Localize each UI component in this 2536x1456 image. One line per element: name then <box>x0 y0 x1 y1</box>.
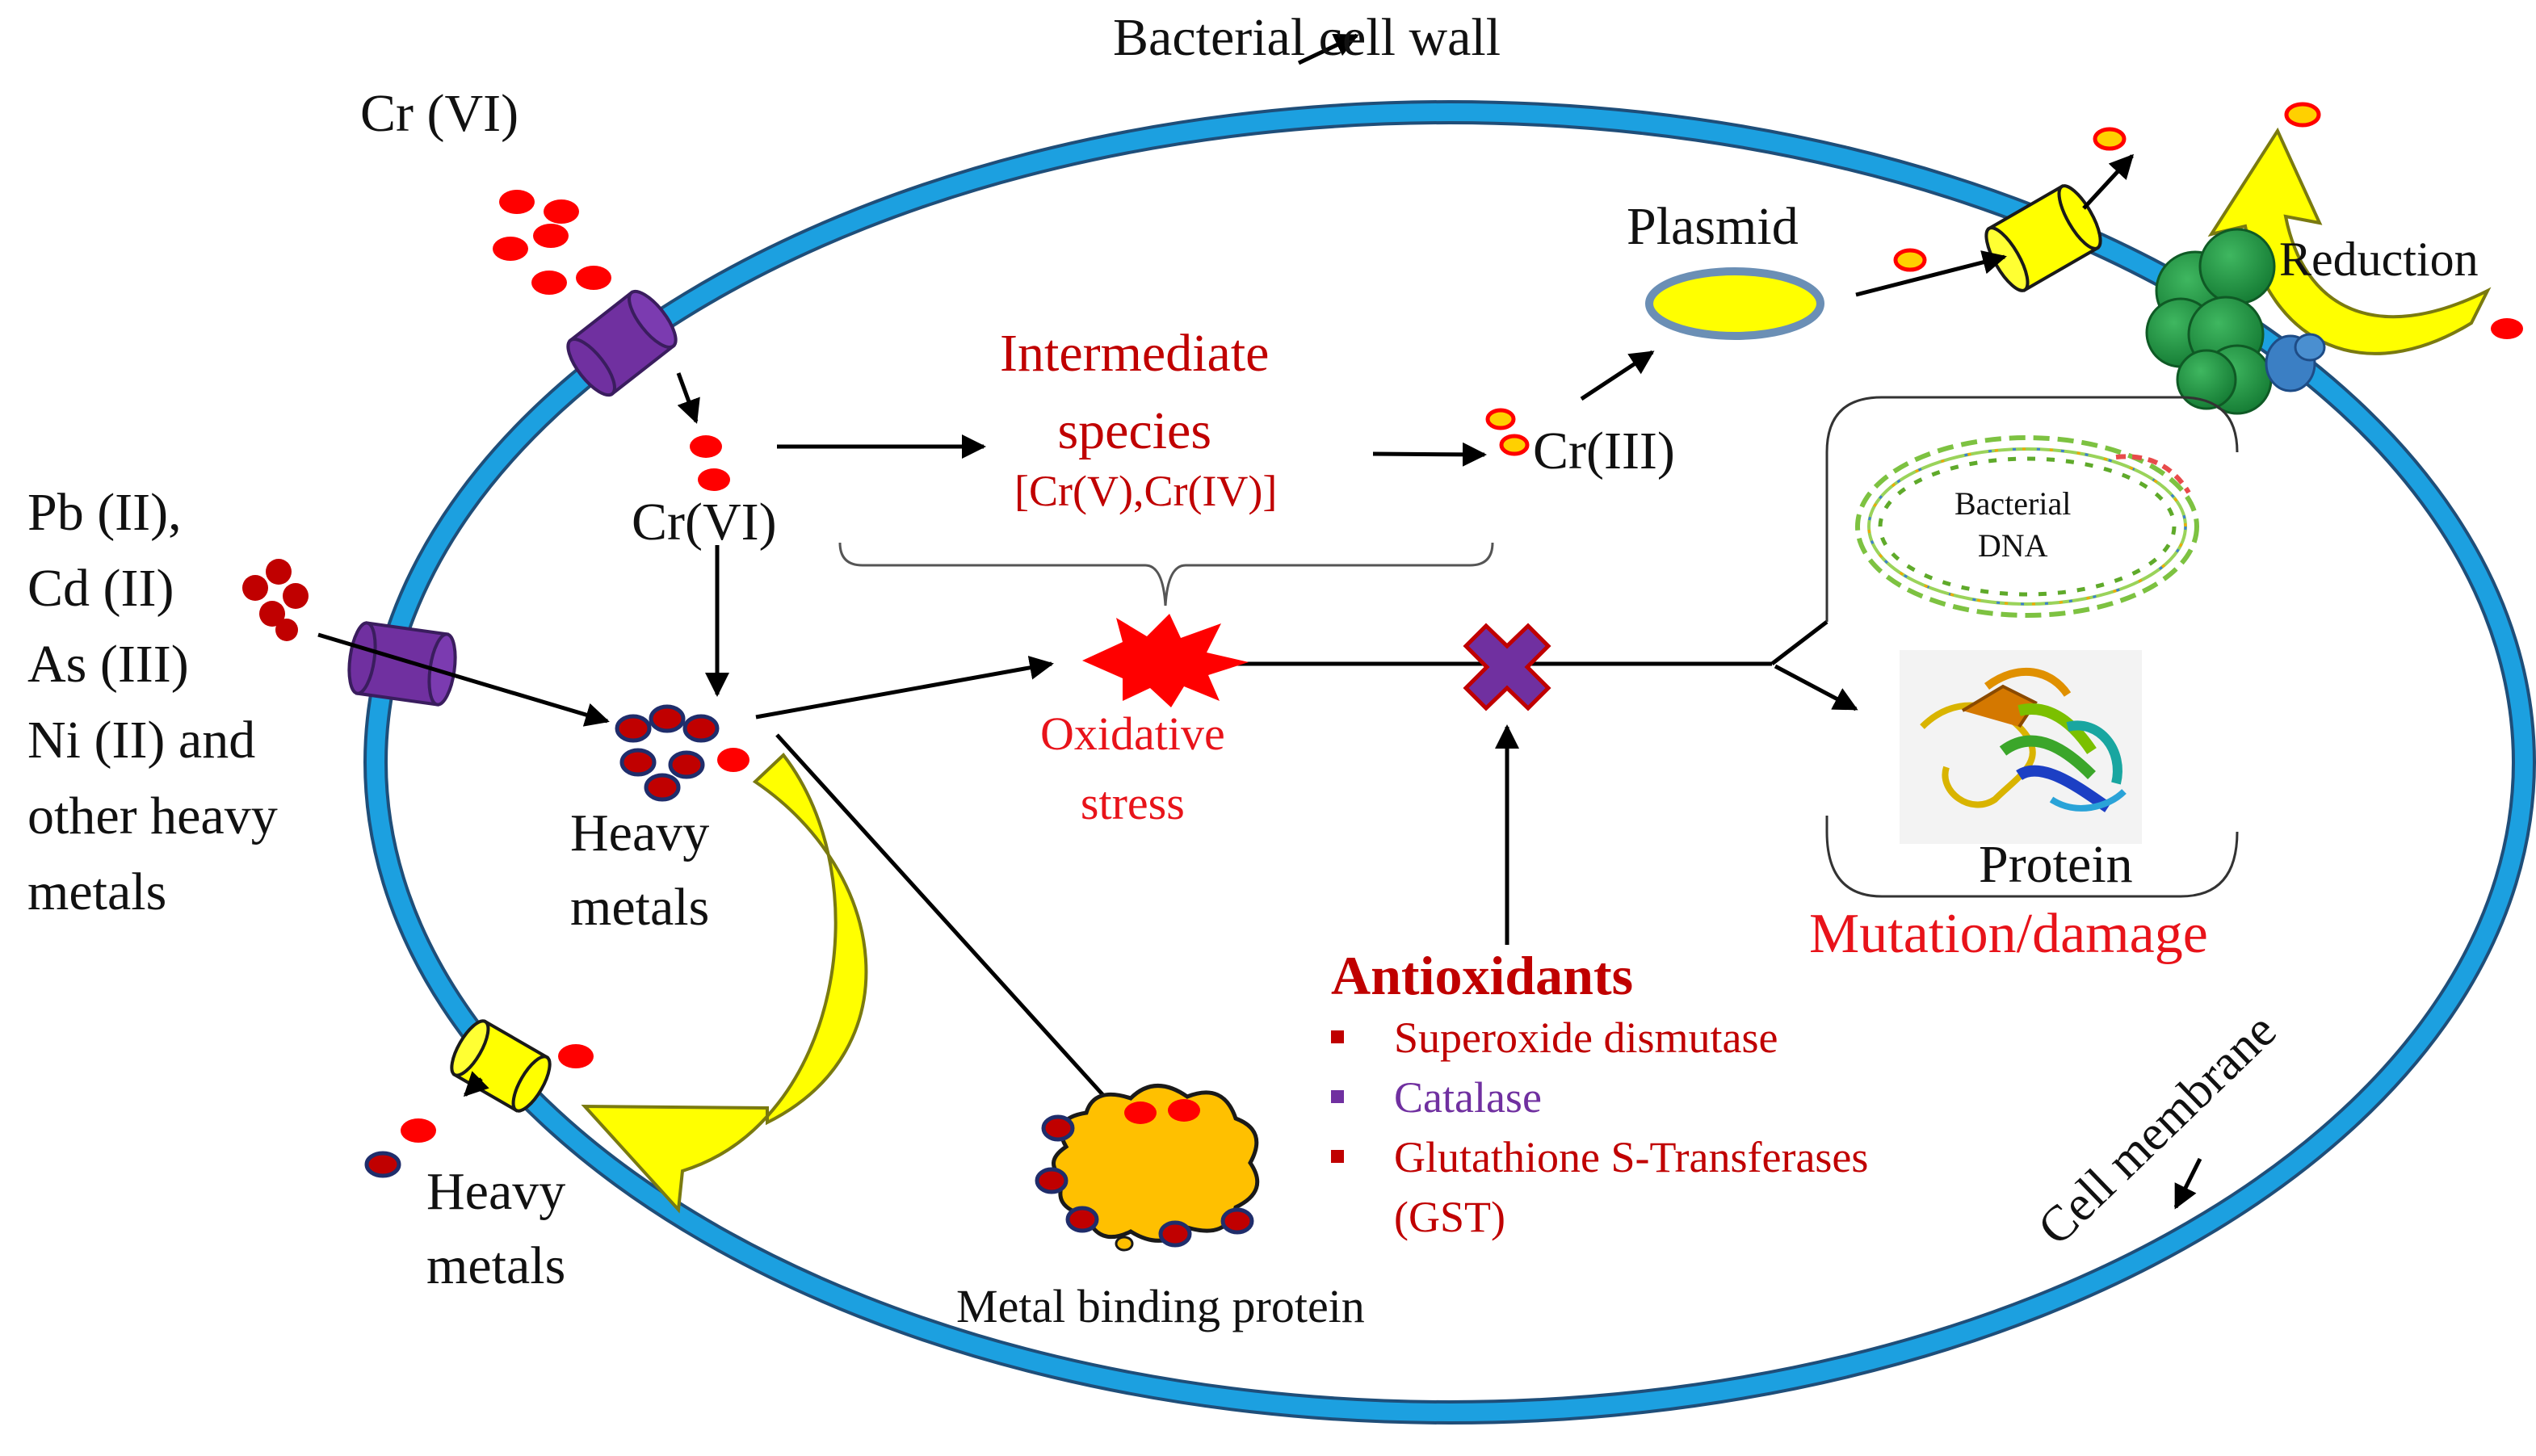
inhibition-cross-icon <box>1463 623 1551 711</box>
antioxidant-text: Superoxide dismutase <box>1394 1013 1778 1062</box>
plasmid-icon <box>1645 267 1824 340</box>
intermediate-bracket <box>838 542 1494 606</box>
dna-word: Bacterial <box>1954 485 2072 522</box>
bacterial-cell-wall-label: Bacterial cell wall <box>1113 8 1501 67</box>
intermediate-formula-label: [Cr(V),Cr(IV)] <box>1014 467 1278 515</box>
heavy-metal-ions-outside <box>242 559 309 641</box>
reductase-enzyme-icon <box>2145 228 2326 415</box>
dna-ring-icon <box>1855 435 2199 618</box>
transport-channel-icon <box>450 1019 552 1113</box>
intermediate-word: species <box>1057 401 1212 460</box>
cr-iii-label: Cr(III) <box>1533 422 1675 480</box>
antioxidant-item: Superoxide dismutase <box>1331 1008 1868 1068</box>
protein-structure-icon <box>1900 650 2142 844</box>
heavy-metal-item: other heavy <box>27 787 278 845</box>
bullet-spacer <box>1331 1210 1344 1223</box>
heavy-metal-item: metals <box>27 862 167 921</box>
cr-vi-ions-outside <box>493 190 611 295</box>
heavy-metal-item: Pb (II), <box>27 483 182 542</box>
oxidative-burst-icon <box>1082 614 1249 707</box>
oxidative-word: Oxidative <box>1040 707 1225 760</box>
antioxidant-text: Catalase <box>1394 1073 1542 1122</box>
oxidative-word: stress <box>1080 777 1185 829</box>
antioxidants-title: Antioxidants <box>1331 945 1634 1006</box>
heavy-metal-item: Cd (II) <box>27 559 174 618</box>
oxidative-stress-label: Oxidative stress <box>1040 699 1225 838</box>
metal-binding-protein-icon <box>1035 1084 1260 1252</box>
bullet-square-icon <box>1331 1150 1344 1163</box>
efflux-curved-arrow <box>581 753 868 1214</box>
heavy-metal-ions-inside <box>615 704 749 802</box>
cr-vi-inside-label: Cr(VI) <box>632 493 777 552</box>
flow-arrows <box>317 33 2202 1210</box>
intermediate-species-label: Intermediate species <box>1000 315 1269 470</box>
mutation-damage-label: Mutation/damage <box>1809 903 2208 965</box>
bacterial-dna-label: Bacterial DNA <box>1954 483 2071 567</box>
antioxidant-item: Catalase <box>1331 1068 1868 1127</box>
transport-channel-icon <box>347 621 457 707</box>
cell-membrane <box>363 100 2536 1425</box>
heavy-metal-item: As (III) <box>27 635 189 694</box>
cr-vi-outside-label: Cr (VI) <box>360 84 519 143</box>
intermediate-word: Intermediate <box>1000 324 1270 383</box>
transport-channel-icon <box>566 289 678 397</box>
heavy-metals-word: Heavy <box>426 1162 566 1221</box>
antioxidant-text: Glutathione S-Transferases <box>1394 1133 1869 1181</box>
target-enclosure <box>1825 396 2239 898</box>
heavy-metals-word: metals <box>426 1236 566 1295</box>
heavy-metal-list: Pb (II), Cd (II) As (III) Ni (II) and ot… <box>27 475 278 930</box>
protein-label: Protein <box>1979 835 2133 894</box>
antioxidant-text: (GST) <box>1394 1193 1505 1241</box>
antioxidant-item: Glutathione S-Transferases <box>1331 1127 1868 1187</box>
heavy-metal-item: Ni (II) and <box>27 711 256 770</box>
dna-word: DNA <box>1977 527 2048 564</box>
antioxidant-list: Superoxide dismutase Catalase Glutathion… <box>1331 1008 1868 1247</box>
metal-binding-protein-label: Metal binding protein <box>956 1280 1365 1332</box>
cr-iii-ions <box>1485 102 2321 456</box>
heavy-metals-word: metals <box>570 878 710 937</box>
reduction-curved-arrow <box>2207 127 2492 355</box>
exported-heavy-metal-ions <box>364 1044 594 1178</box>
heavy-metals-inside-label: Heavy metals <box>570 796 709 945</box>
bullet-square-icon <box>1331 1090 1344 1103</box>
cr-vi-ion-reduction <box>2491 318 2523 339</box>
antioxidant-item: (GST) <box>1331 1187 1868 1247</box>
heavy-metals-word: Heavy <box>570 804 710 862</box>
cr-vi-ions-inside <box>690 435 730 491</box>
transport-channel-icon <box>1984 184 2102 292</box>
plasmid-label: Plasmid <box>1627 197 1799 256</box>
reduction-label: Reduction <box>2279 233 2479 286</box>
cell-membrane-label: Cell membrane <box>2027 1003 2286 1256</box>
heavy-metals-outside-label: Heavy metals <box>426 1155 565 1303</box>
bullet-square-icon <box>1331 1030 1344 1043</box>
